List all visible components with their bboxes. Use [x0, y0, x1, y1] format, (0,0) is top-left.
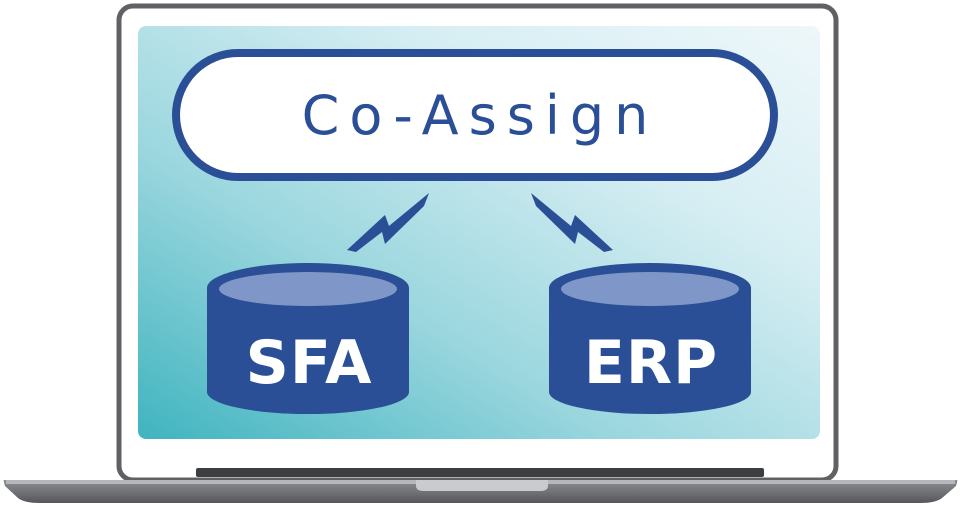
- laptop-base: [3, 480, 958, 503]
- db-cylinder-sfa: [207, 263, 409, 414]
- laptop-hinge: [196, 468, 764, 477]
- db-cylinder-erp: [549, 263, 751, 414]
- laptop-notch: [416, 480, 548, 491]
- sfa-database-label: SFA: [245, 328, 373, 398]
- lightning-bolt-right-icon: [531, 193, 613, 252]
- erp-database-label: ERP: [583, 328, 719, 398]
- lightning-bolt-left-icon: [347, 193, 429, 252]
- co-assign-pill: [172, 49, 778, 181]
- co-assign-label: Co-Assign: [301, 83, 659, 147]
